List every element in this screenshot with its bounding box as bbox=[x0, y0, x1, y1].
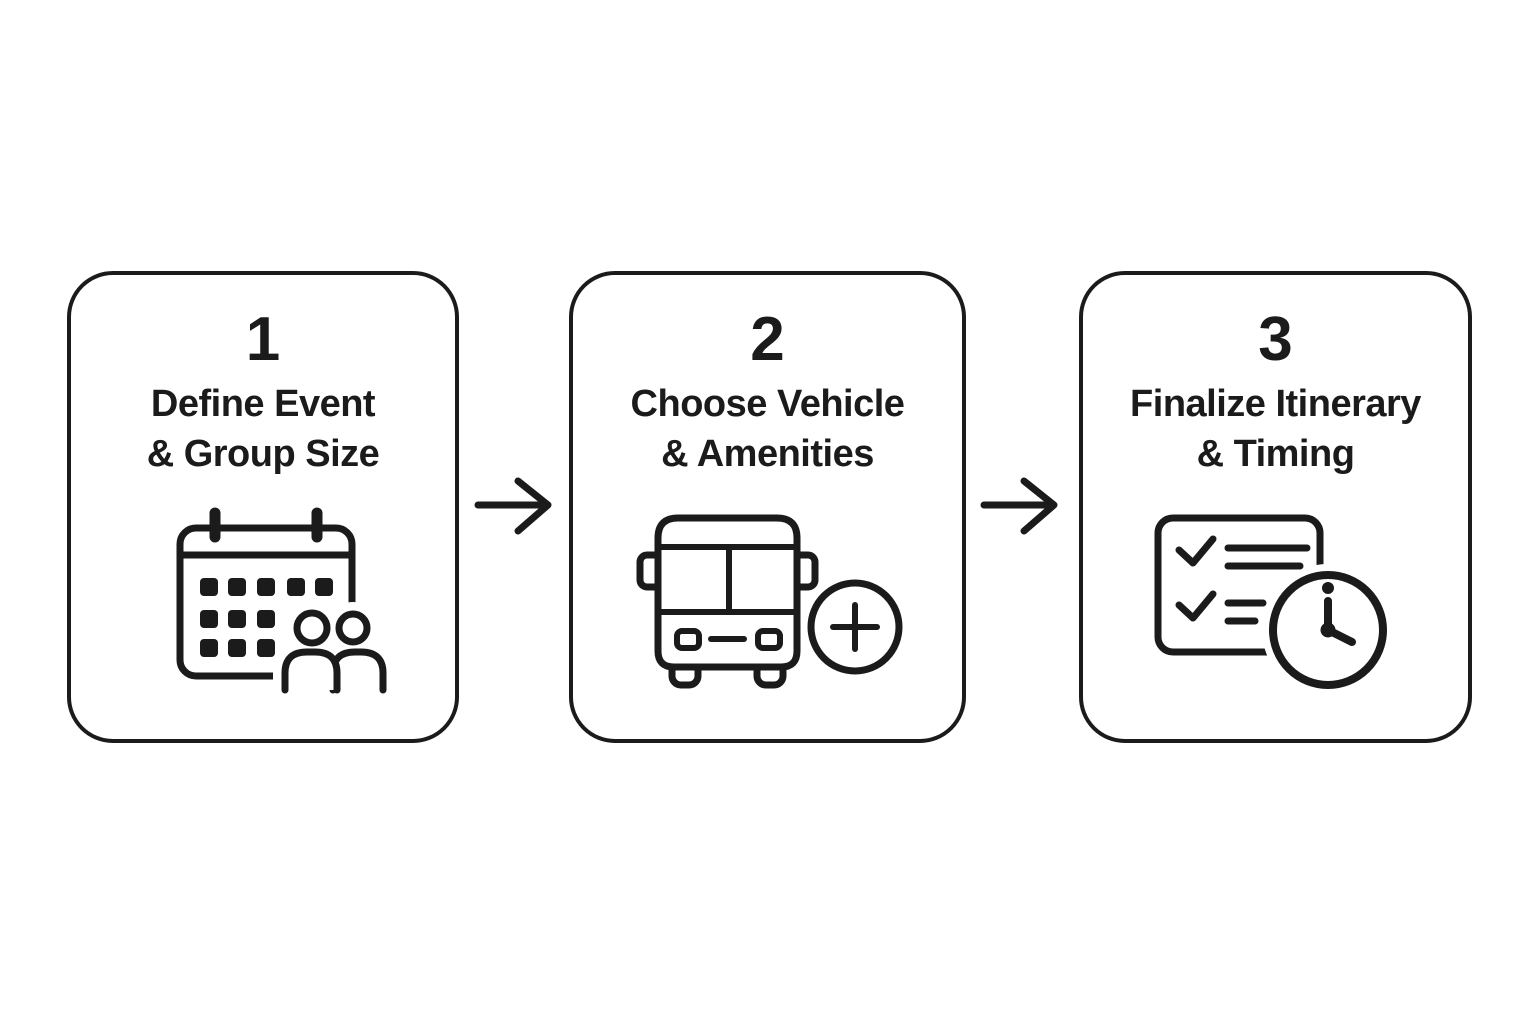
step-title-line1: Finalize Itinerary bbox=[1130, 383, 1421, 425]
step-title: Define Event & Group Size bbox=[71, 379, 455, 479]
checklist-clock-icon bbox=[1150, 500, 1395, 700]
step-card-3: 3 Finalize Itinerary & Timing bbox=[1079, 271, 1472, 743]
arrow-right-icon bbox=[474, 477, 552, 535]
step-title-line1: Define Event bbox=[150, 383, 376, 425]
arrow-right-icon bbox=[980, 477, 1058, 535]
step-number: 2 bbox=[750, 305, 785, 374]
step-title-line2: & Group Size bbox=[146, 433, 380, 475]
step-card-1: 1 Define Event & Group Size bbox=[67, 271, 459, 743]
step-number: 3 bbox=[1258, 305, 1293, 374]
step-title: Finalize Itinerary & Timing bbox=[1083, 379, 1468, 479]
step-title-line2: & Amenities bbox=[661, 433, 874, 475]
step-title-line2: & Timing bbox=[1196, 433, 1355, 475]
step-title-line1: Choose Vehicle bbox=[630, 383, 905, 425]
step-card-2: 2 Choose Vehicle & Amenities bbox=[569, 271, 966, 743]
step-title: Choose Vehicle & Amenities bbox=[573, 379, 962, 479]
bus-plus-icon bbox=[630, 500, 910, 700]
calendar-group-icon bbox=[170, 500, 395, 705]
step-number: 1 bbox=[245, 305, 281, 374]
